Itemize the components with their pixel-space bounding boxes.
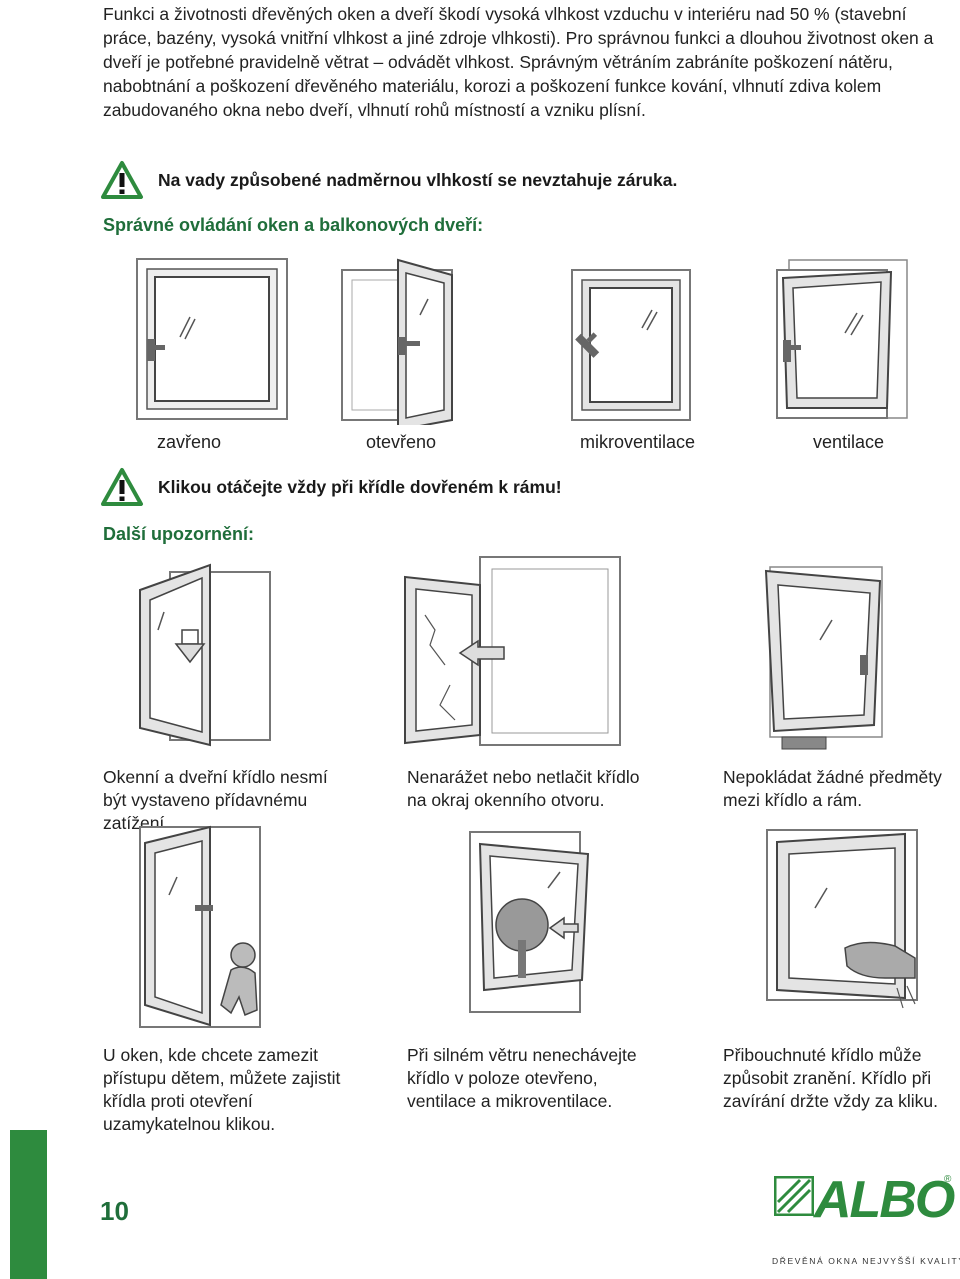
note-caption-object: Nepokládat žádné předměty mezi křídlo a …: [723, 767, 942, 810]
notes-section-title: Další upozornění:: [103, 524, 255, 544]
warranty-warning-text: Na vady způsobené nadměrnou vlhkostí se …: [158, 169, 678, 190]
state-label-ventilation: ventilace: [813, 432, 885, 452]
registered-mark: ®: [944, 1174, 952, 1185]
handle-warning: Klikou otáčejte vždy při křídle dovřeném…: [100, 467, 562, 507]
load-window-icon: [110, 560, 275, 750]
note-caption-push: Nenarážet nebo netlačit křídlo na okraj …: [407, 767, 640, 810]
note-caption-load: Okenní a dveřní křídlo nesmí být vystave…: [103, 767, 328, 833]
warning-icon: [101, 468, 143, 506]
state-label-open: otevřeno: [366, 432, 437, 452]
note-caption-hand: Přibouchnuté křídlo může způsobit zraněn…: [723, 1045, 938, 1111]
warranty-warning: Na vady způsobené nadměrnou vlhkostí se …: [100, 160, 677, 200]
warning-icon: [101, 161, 143, 199]
state-label-microventilation: mikroventilace: [580, 432, 696, 452]
object-window-icon: [760, 565, 890, 755]
operation-section-title: Správné ovládání oken a balkonových dveř…: [103, 215, 484, 235]
note-caption-child: U oken, kde chcete zamezit přístupu děte…: [103, 1045, 341, 1134]
albo-tagline: DŘEVĚNÁ OKNA NEJVYŠŠÍ KVALITY: [772, 1256, 960, 1266]
intro-paragraph: Funkci a životnosti dřevěných oken a dve…: [103, 4, 934, 120]
albo-logo-mark-icon: [774, 1176, 814, 1216]
handle-warning-text: Klikou otáčejte vždy při křídle dovřeném…: [158, 476, 562, 497]
state-label-closed: zavřeno: [157, 432, 222, 452]
tilt-ventilation-window-icon: [775, 258, 915, 423]
microventilation-window-icon: [570, 268, 705, 423]
page-number: 10: [100, 1196, 129, 1226]
closed-window-icon: [135, 257, 310, 422]
page-side-bar: [10, 1130, 47, 1279]
albo-logo-word: ALBO: [814, 1171, 955, 1229]
child-window-icon: [135, 825, 285, 1035]
note-caption-wind: Při silném větru nenechávejte křídlo v p…: [407, 1045, 637, 1111]
wind-window-icon: [468, 830, 598, 1015]
open-window-icon: [340, 255, 470, 425]
albo-logo: ALBO ® DŘEVĚNÁ OKNA NEJVYŠŠÍ KVALITY: [772, 1170, 960, 1270]
hand-window-icon: [765, 828, 920, 1023]
push-window-icon: [400, 555, 630, 750]
